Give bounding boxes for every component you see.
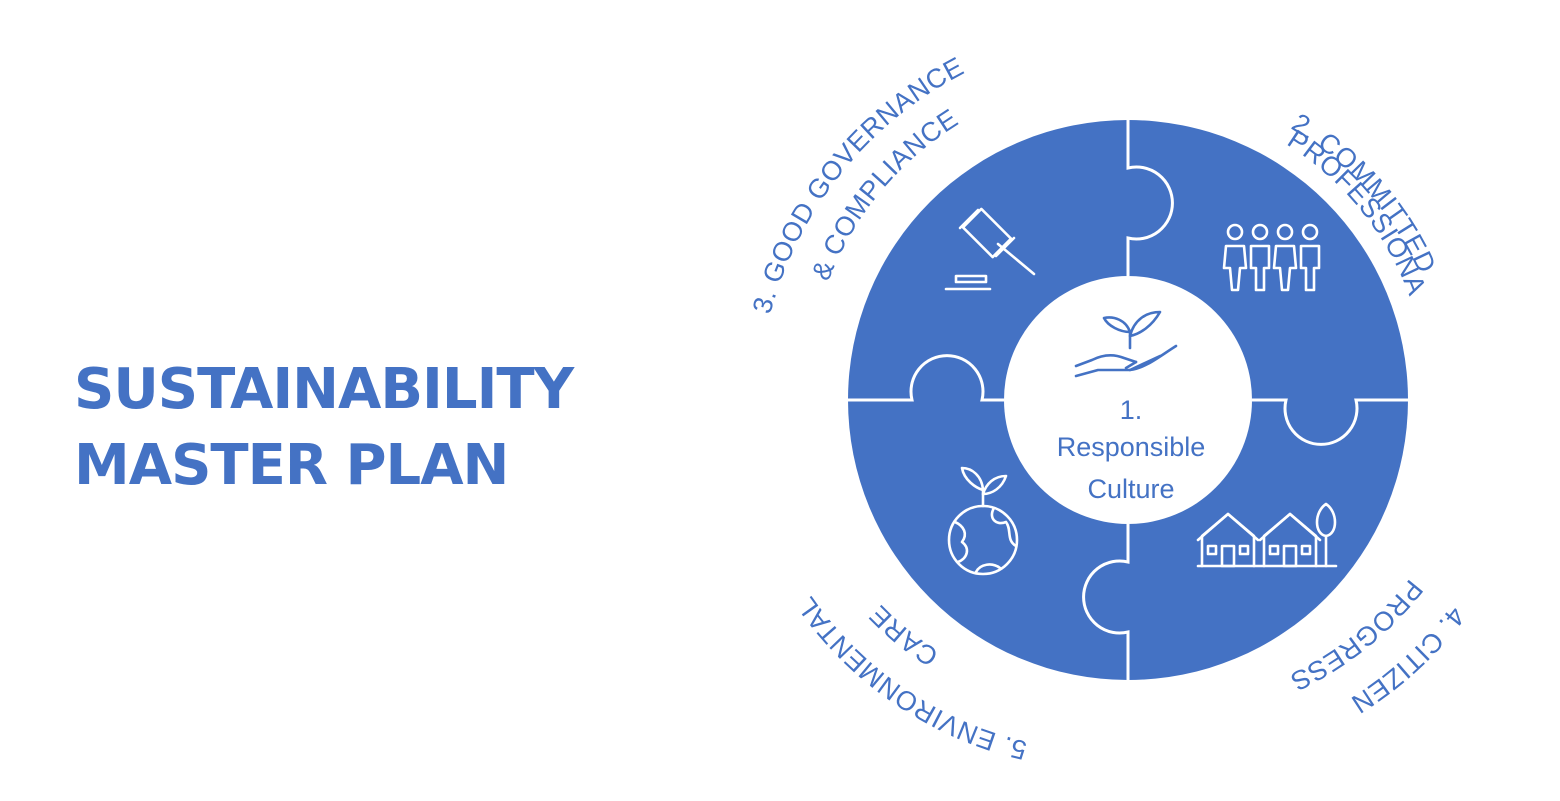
houses-icon — [1196, 502, 1338, 568]
gavel-icon — [944, 207, 1036, 291]
seam-top — [1126, 120, 1174, 276]
seam-right — [1252, 398, 1408, 446]
seam-left — [848, 354, 1004, 402]
puzzle-seams — [848, 120, 1408, 680]
people-icon — [1222, 223, 1321, 292]
title-line-1: SUSTAINABILITY — [74, 357, 574, 422]
center-label-1: Responsible — [1057, 432, 1206, 462]
center-label-2: Culture — [1087, 474, 1174, 504]
center-number: 1. — [1120, 395, 1143, 425]
center-circle — [1004, 276, 1252, 524]
seam-bottom — [1082, 524, 1130, 680]
earth-sprout-icon — [947, 466, 1019, 576]
title-line-2: MASTER PLAN — [74, 433, 509, 498]
page-title: SUSTAINABILITY MASTER PLAN — [74, 352, 574, 504]
hand-plant-icon — [1074, 310, 1178, 378]
